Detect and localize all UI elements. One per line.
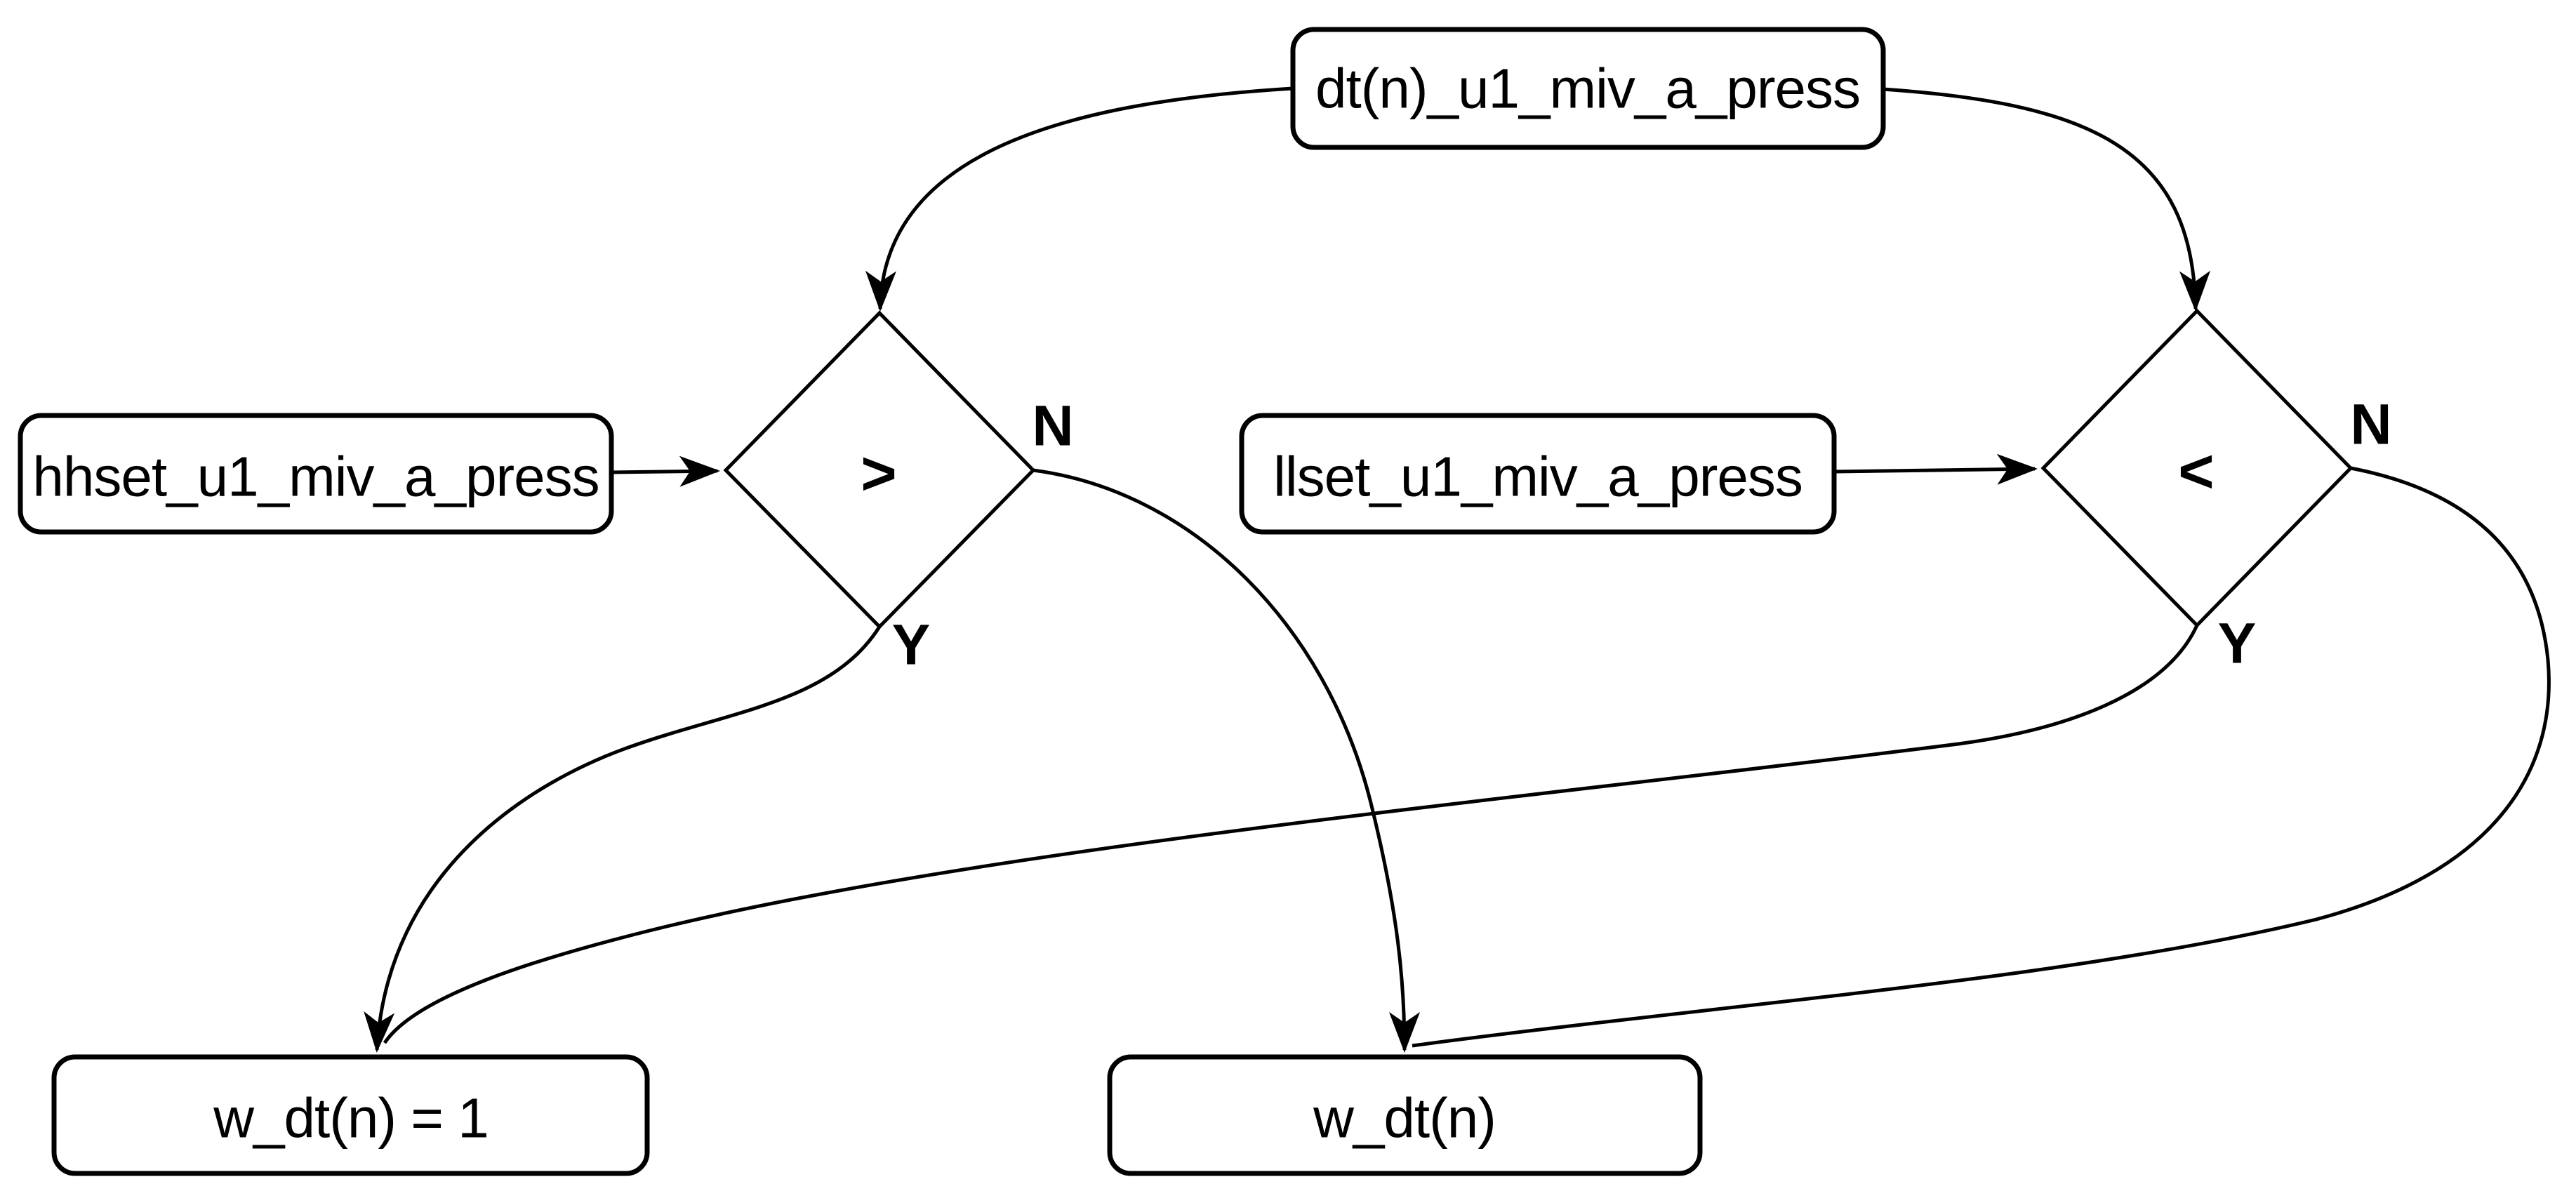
node-wdt-shape: [1107, 1054, 1703, 1176]
node-hhset-label: hhset_u1_miv_a_press: [32, 446, 599, 508]
edge-hhset-to-gt-decision: [611, 455, 721, 487]
node-gt-decision-label: >: [861, 439, 896, 508]
node-wdt-one-label: w_dt(n) = 1: [213, 1087, 488, 1150]
node-gt-decision-shape: [723, 310, 1036, 630]
edge-gt-no-to-wdt: [1033, 468, 1421, 1053]
node-hhset-shape: [18, 413, 614, 535]
edge-lt-yes-to-wdtone: [383, 624, 2199, 1044]
node-lt-decision: <: [2040, 308, 2353, 628]
node-gt-decision: >: [723, 310, 1036, 630]
gt-no-label: N: [1032, 394, 1073, 458]
node-llset-shape: [1239, 413, 1837, 535]
node-dt-press-label: dt(n)_u1_miv_a_press: [1315, 58, 1860, 120]
node-lt-decision-label: <: [2178, 437, 2214, 506]
edge-dt-to-lt-decision: [1871, 86, 2211, 312]
node-wdt: w_dt(n): [1107, 1054, 1703, 1176]
edge-dt-to-gt-decision: [865, 86, 1294, 312]
branch-label-layer: N Y N Y: [892, 393, 2392, 677]
node-dt-press: dt(n)_u1_miv_a_press: [1290, 27, 1886, 150]
node-lt-decision-shape: [2040, 308, 2353, 628]
edge-gt-yes-to-wdtone: [364, 625, 882, 1053]
edge-lt-no-to-wdt: [1412, 466, 2551, 1048]
node-wdt-one: w_dt(n) = 1: [51, 1054, 650, 1176]
node-layer: dt(n)_u1_miv_a_press hhset_u1_miv_a_pres…: [18, 27, 2353, 1176]
edge-layer: [364, 86, 2551, 1053]
node-wdt-one-shape: [51, 1054, 650, 1176]
node-dt-press-shape: [1290, 27, 1886, 150]
node-llset-label: llset_u1_miv_a_press: [1273, 446, 1802, 508]
lt-no-label: N: [2350, 393, 2391, 457]
edge-llset-to-lt-decision: [1833, 453, 2038, 485]
node-llset: llset_u1_miv_a_press: [1239, 413, 1837, 535]
node-hhset: hhset_u1_miv_a_press: [18, 413, 614, 535]
gt-yes-label: Y: [892, 613, 931, 677]
node-wdt-label: w_dt(n): [1313, 1087, 1496, 1150]
lt-yes-label: Y: [2218, 612, 2257, 676]
